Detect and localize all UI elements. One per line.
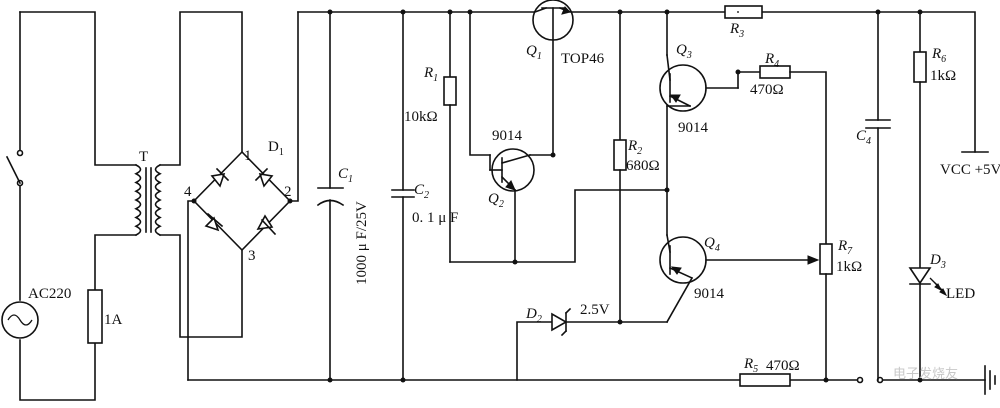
bridge-pin-4: 4 bbox=[184, 184, 192, 200]
r7-label: R7 bbox=[837, 238, 853, 257]
r1-label: R1 bbox=[423, 65, 438, 84]
bridge-negative-wire bbox=[187, 200, 195, 381]
d2-label: D2 bbox=[525, 306, 542, 325]
c2-label: C2 bbox=[414, 182, 429, 201]
bridge-pin-3: 3 bbox=[248, 248, 256, 264]
resistor-r6 bbox=[913, 9, 927, 269]
fuse-symbol bbox=[87, 289, 103, 344]
vcc-label: VCC +5V bbox=[940, 162, 1000, 178]
bridge-positive-wire bbox=[289, 11, 299, 202]
transistor-q2 bbox=[489, 148, 556, 263]
secondary-top-wire bbox=[159, 11, 243, 166]
capacitor-c2 bbox=[391, 9, 415, 383]
ac-source-symbol bbox=[1, 301, 39, 339]
output-terminals bbox=[856, 376, 884, 384]
power-switch bbox=[5, 149, 24, 187]
resistor-r4 bbox=[735, 65, 827, 245]
r1-bias-wire bbox=[449, 189, 668, 263]
r6-label: R6 bbox=[931, 46, 946, 65]
d2-value: 2.5V bbox=[580, 302, 610, 318]
r2-label: R2 bbox=[627, 138, 642, 157]
capacitor-c1 bbox=[316, 9, 345, 383]
q3-type: 9014 bbox=[678, 120, 709, 136]
ground-symbol bbox=[984, 365, 996, 395]
transformer-label: T bbox=[139, 149, 148, 165]
q2-type: 9014 bbox=[492, 128, 523, 144]
r4-label: R4 bbox=[764, 51, 779, 70]
potentiometer-r7 bbox=[819, 243, 833, 383]
zener-diode-d2 bbox=[551, 307, 572, 337]
secondary-bottom-wire bbox=[159, 234, 243, 338]
q4-label: Q4 bbox=[704, 235, 720, 254]
transistor-q4 bbox=[659, 189, 820, 324]
resistor-r1 bbox=[443, 9, 457, 263]
ac-source-label: AC220 bbox=[28, 286, 71, 302]
r5-label: R5 bbox=[743, 356, 758, 375]
c1-label: C1 bbox=[338, 166, 353, 185]
q4-type: 9014 bbox=[694, 286, 725, 302]
q3-label: Q3 bbox=[676, 42, 692, 61]
watermark-text: 电子发烧友 bbox=[893, 366, 958, 382]
transformer-symbol bbox=[134, 163, 162, 237]
resistor-r3 bbox=[724, 5, 763, 19]
r4-value: 470Ω bbox=[750, 82, 784, 98]
bridge-label: D1 bbox=[268, 139, 284, 158]
r3-label: R3 bbox=[729, 21, 744, 40]
d3-label: D3 bbox=[929, 252, 946, 271]
capacitor-c4 bbox=[865, 9, 891, 381]
c4-label: C4 bbox=[856, 128, 871, 147]
c2-value: 0. 1 μ F bbox=[412, 210, 458, 226]
r2-value: 680Ω bbox=[626, 158, 660, 174]
r6-value: 1kΩ bbox=[930, 68, 956, 84]
q2-label: Q2 bbox=[488, 191, 504, 210]
top-rail-right bbox=[761, 11, 976, 153]
d2-wire bbox=[516, 321, 668, 381]
bridge-pin-1: 1 bbox=[244, 148, 252, 164]
resistor-r2 bbox=[613, 9, 627, 323]
resistor-r5 bbox=[739, 373, 791, 387]
r7-value: 1kΩ bbox=[836, 259, 862, 275]
transistor-q1 bbox=[467, 0, 574, 156]
c1-value: 1000 μ F/25V bbox=[354, 201, 370, 285]
fuse-label: 1A bbox=[104, 312, 123, 328]
led-label: LED bbox=[946, 286, 975, 302]
transistor-q3 bbox=[659, 9, 739, 193]
bridge-pin-2: 2 bbox=[284, 184, 292, 200]
led-d3 bbox=[908, 267, 948, 383]
r1-value: 10kΩ bbox=[404, 109, 438, 125]
ac-input-loop bbox=[19, 11, 137, 401]
q1-type: TOP46 bbox=[561, 51, 605, 67]
r5-value: 470Ω bbox=[766, 358, 800, 374]
bridge-rectifier bbox=[191, 150, 293, 252]
q1-label: Q1 bbox=[526, 43, 542, 62]
